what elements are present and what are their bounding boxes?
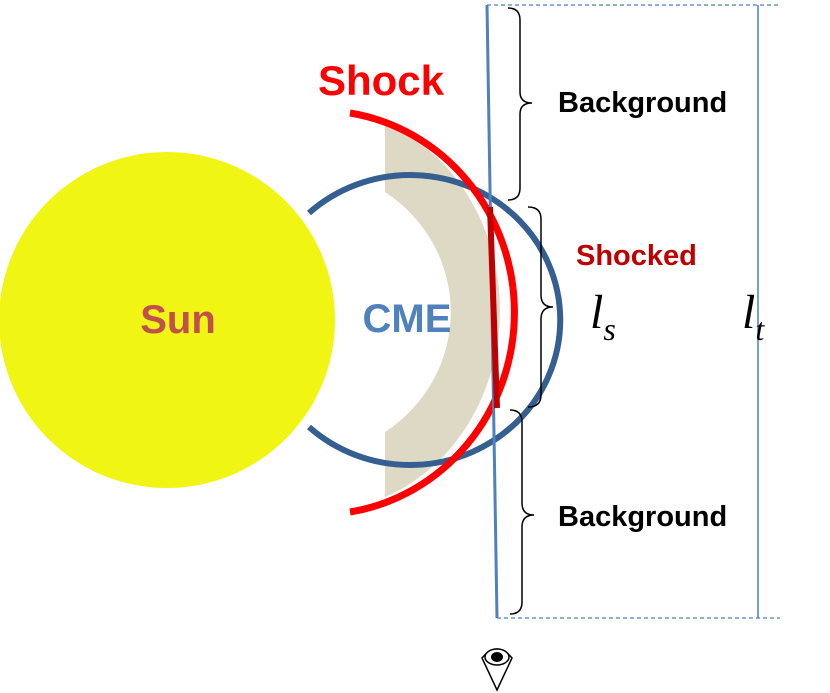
cme-outline <box>307 172 564 468</box>
sheath-region <box>385 123 500 497</box>
shocked-label: Shocked <box>576 240 697 272</box>
brace-background-top <box>507 7 533 201</box>
shocked-length-label: ls <box>590 286 616 347</box>
brace-shocked <box>527 206 554 408</box>
eye-icon <box>481 648 513 692</box>
shocked-segment <box>487 206 500 409</box>
shock-label: Shock <box>318 57 445 104</box>
background-bottom-label: Background <box>558 501 727 533</box>
sun-disk <box>0 152 335 488</box>
background-top-label: Background <box>558 87 727 119</box>
brace-background-bottom <box>509 409 535 615</box>
shock-front <box>349 109 518 516</box>
total-length-label: lt <box>742 286 765 347</box>
sun-label: Sun <box>140 298 216 342</box>
cme-label: CME <box>363 297 452 341</box>
